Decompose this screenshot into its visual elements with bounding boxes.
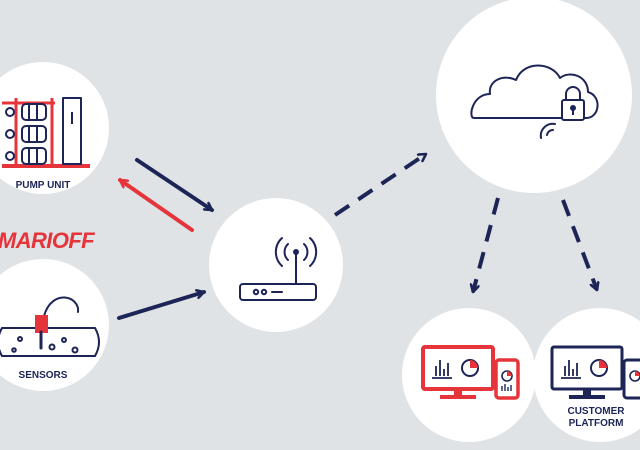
gateway-to-pump-arrow [118, 178, 194, 232]
pump-unit-label: PUMP UNIT [16, 180, 71, 191]
sensors-node [0, 259, 109, 391]
sensors-label: SENSORS [19, 370, 68, 381]
router-icon [239, 237, 318, 301]
pump-unit-icon [2, 97, 90, 168]
svg-text:MARIOFF: MARIOFF [0, 228, 95, 253]
marioff-logo: MARIOFF [0, 228, 96, 253]
customer-platform-label-line1: CUSTOMER [567, 406, 625, 417]
monitor-dashboard-icon [421, 345, 520, 400]
customer-platform-label-line2: PLATFORM [569, 418, 624, 429]
gateway-to-cloud-arrow [333, 152, 426, 217]
cloud-to-monitor-arrow [473, 197, 500, 292]
pump-to-gateway-arrow [135, 158, 214, 212]
cloud-to-platform-arrow [561, 199, 597, 290]
customer-platform-icon [550, 345, 640, 400]
sensors-to-gateway-arrow [117, 292, 206, 320]
gateway-node [209, 198, 343, 332]
sensor-pipe-icon [0, 296, 100, 357]
cloud-lock-icon [470, 64, 599, 139]
